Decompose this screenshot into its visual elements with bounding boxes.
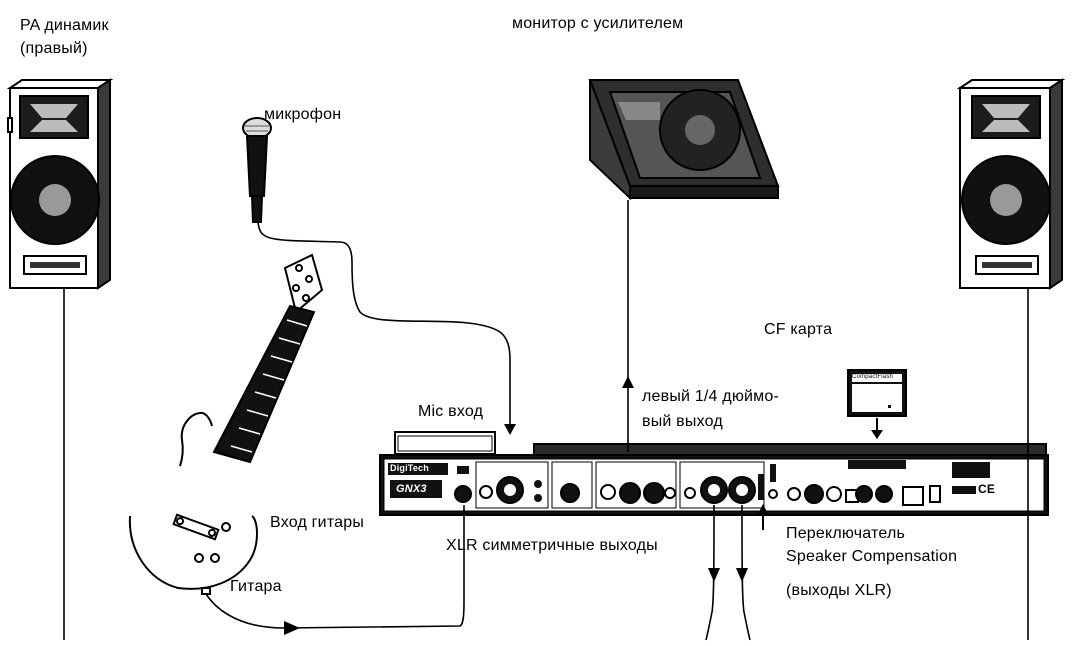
label-guitar: Гитара <box>230 578 282 595</box>
arrow-guitar-cable <box>284 621 300 635</box>
label-speaker-comp-2: Speaker Compensation <box>786 548 958 565</box>
badge-brand: DigiTech <box>390 463 429 473</box>
signal-arrows <box>284 376 769 635</box>
arrow-xlr-out-1 <box>708 568 720 582</box>
microphone <box>242 117 272 223</box>
label-microphone: микрофон <box>264 106 342 123</box>
label-cf-card: CF карта <box>764 321 833 338</box>
label-left-out-2: вый выход <box>642 413 723 430</box>
label-pa-speaker-right-2: (правый) <box>20 40 88 57</box>
label-xlr-outputs: XLR симметричные выходы <box>446 537 658 554</box>
badge-cf: CompactFlash <box>852 374 894 380</box>
label-guitar-input: Вход гитары <box>270 514 365 531</box>
arrow-mic-in <box>504 424 516 435</box>
label-powered-monitor: монитор с усилителем <box>512 15 684 32</box>
powered-monitor <box>588 79 780 201</box>
guitar <box>128 253 324 595</box>
label-pa-speaker-right-1: PA динамик <box>20 17 109 34</box>
pa-speaker-left <box>6 78 114 290</box>
label-speaker-comp-3: (выходы XLR) <box>786 582 892 599</box>
cables <box>63 200 1029 641</box>
label-mic-input: Mic вход <box>418 403 484 420</box>
badge-model: GNX3 <box>396 483 427 495</box>
pa-speaker-right <box>956 78 1066 290</box>
label-left-out-1: левый 1/4 дюймо- <box>642 388 780 405</box>
label-speaker-comp-1: Переключатель <box>786 525 906 542</box>
cf-card <box>847 369 907 417</box>
arrow-monitor-out <box>622 376 634 388</box>
badge-ce: CE <box>978 482 996 496</box>
arrow-xlr-out-2 <box>736 568 748 582</box>
gnx3-rear-panel <box>379 431 1049 516</box>
arrow-speaker-comp <box>757 504 769 516</box>
cf-insert-arrow <box>871 418 883 439</box>
